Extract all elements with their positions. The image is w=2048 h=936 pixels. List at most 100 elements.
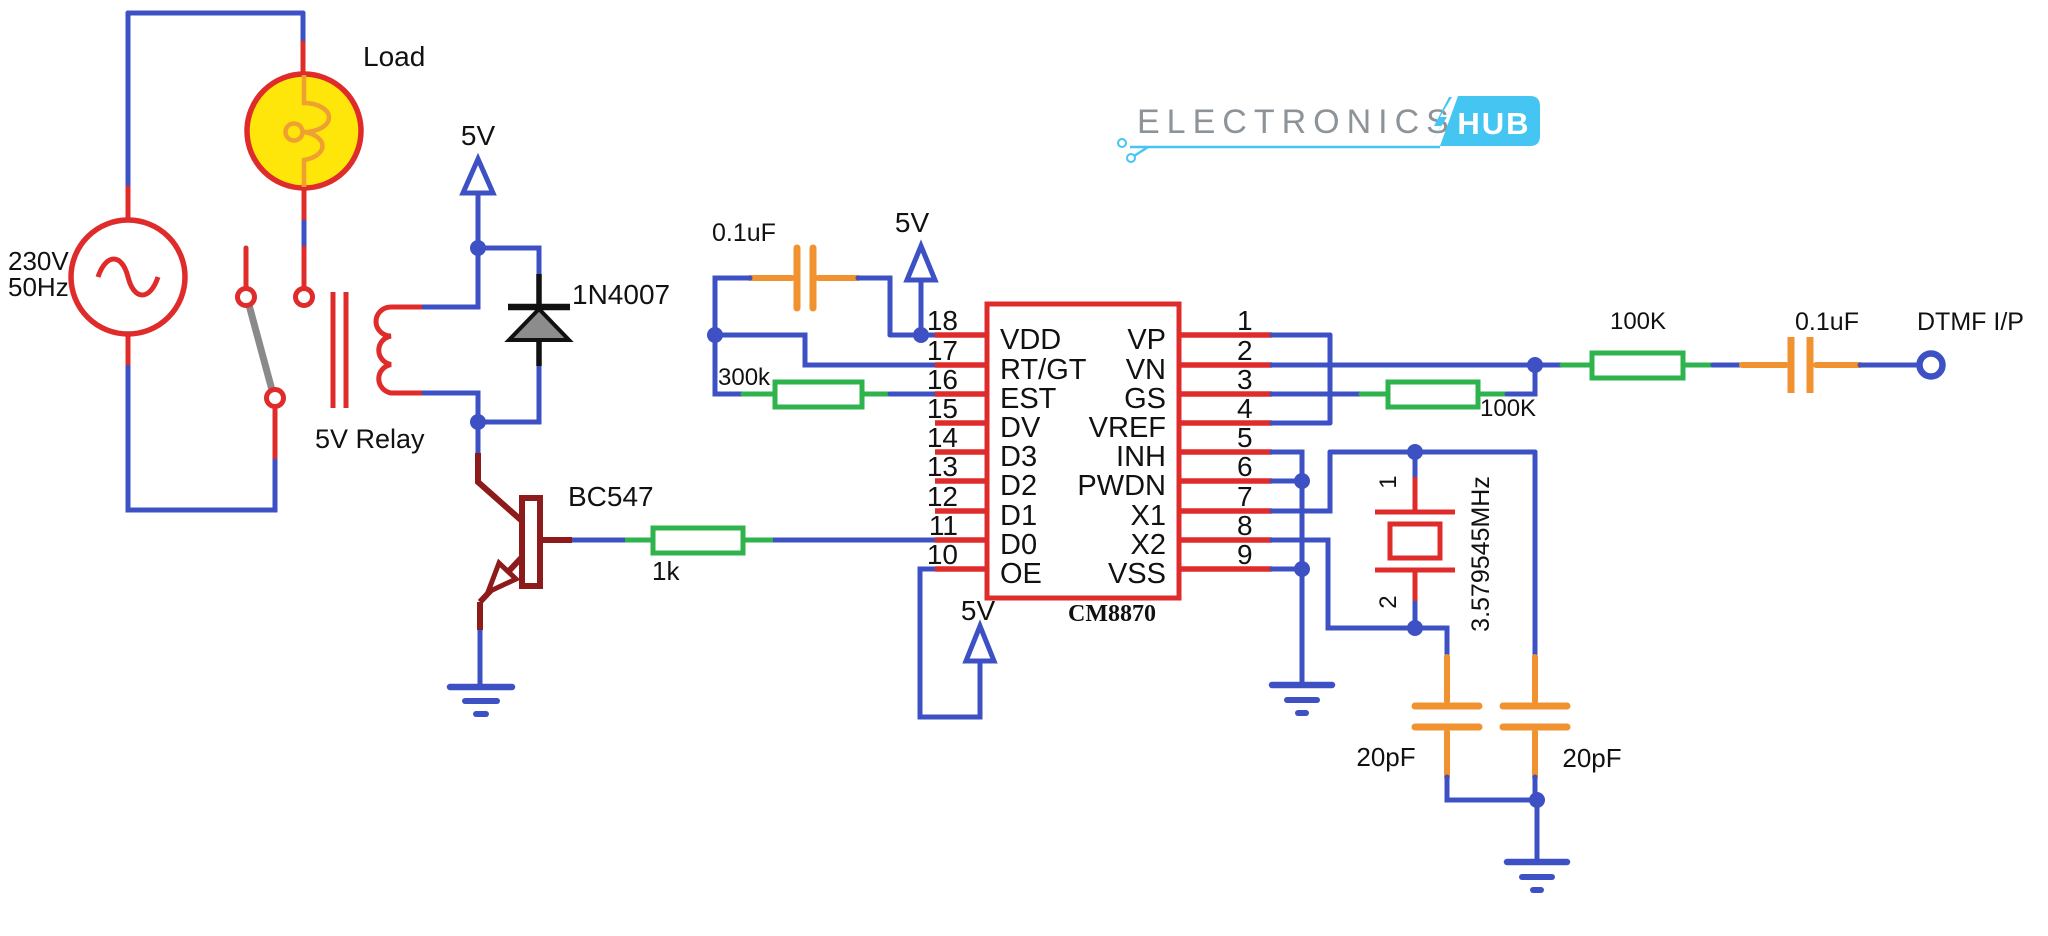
switch-pivot-terminal	[264, 387, 286, 409]
input-network-wires	[1269, 332, 1922, 426]
crystal-pin1-label: 1	[1375, 475, 1402, 488]
vdd-cap-label: 0.1uF	[712, 219, 776, 247]
relay-label: 5V Relay	[315, 424, 425, 454]
guard-resistor-body	[772, 379, 865, 410]
input-coupling-cap-label: 0.1uF	[1795, 308, 1859, 336]
dtmf-input-terminal	[1916, 350, 1946, 380]
dtmf-input-label: DTMF I/P	[1917, 308, 2024, 336]
ic-body	[984, 301, 1182, 601]
emitter-arrow-icon	[483, 558, 521, 597]
pin-number: 2	[1237, 335, 1253, 366]
ic-name-label: CM8870	[1068, 601, 1156, 627]
relay-coil-icon	[373, 304, 424, 396]
pin-label: PWDN	[1077, 470, 1166, 502]
ic-left-pin-numbers: 18 17 16 15 14 13 12 11 10	[927, 305, 958, 570]
supply-arrow-icon	[962, 619, 998, 664]
ic-right-pin-numbers: 1 2 3 4 5 6 7 8 9	[1237, 305, 1253, 570]
mains-loop-wires	[125, 10, 307, 513]
oe-network: 5V	[917, 566, 998, 720]
pin-number: 5	[1237, 422, 1253, 453]
crystal: 1 2 3.579545MHz	[1375, 475, 1495, 632]
supply-arrow-icon	[903, 239, 939, 283]
vdd-network	[712, 244, 938, 397]
pin-number: 4	[1237, 393, 1253, 424]
relay-supply-label: 5V	[461, 120, 496, 151]
diode-triangle-icon	[504, 306, 574, 342]
transistor-bc547: BC547	[475, 453, 654, 685]
pin-label: DV	[1000, 412, 1041, 444]
pin-label: D2	[1000, 470, 1037, 502]
relay: 5V Relay	[315, 292, 425, 454]
sine-wave-icon	[95, 256, 161, 298]
logo-trace-line	[1133, 145, 1149, 158]
pin-number: 11	[929, 510, 958, 541]
pin-label: INH	[1116, 441, 1166, 473]
pin-label: D1	[1000, 500, 1037, 532]
switch-pole-terminal	[235, 286, 257, 308]
junction-dots	[470, 240, 1545, 808]
pin-label: VSS	[1108, 558, 1166, 590]
ic-cm8870: 18 17 16 15 14 13 12 11 10 1 2 3 4 5 6 7…	[927, 301, 1272, 627]
ground-emitter	[446, 683, 516, 717]
mains-frequency-label: 50Hz	[8, 272, 69, 302]
guard-resistor-label: 300k	[718, 364, 771, 391]
crystal-load-caps	[1411, 654, 1571, 865]
pin-label: VDD	[1000, 324, 1061, 356]
relay-5v-supply: 5V	[459, 120, 497, 196]
relay-driver-wires	[421, 190, 542, 456]
pin-label: X2	[1131, 529, 1166, 561]
load-label: Load	[363, 41, 425, 72]
ic-right-pin-stubs	[1179, 332, 1272, 572]
mains-voltage-label: 230V	[8, 246, 69, 276]
supply-arrow-icon	[459, 152, 497, 196]
pin-label: X1	[1131, 500, 1166, 532]
pin-number: 14	[927, 422, 958, 453]
pin-label: VN	[1126, 354, 1166, 386]
switch-throw-terminal	[293, 286, 315, 308]
logo-trace-node-icon	[1126, 153, 1136, 163]
relay-contact-switch	[235, 286, 315, 409]
logo-badge-text: HUB	[1457, 106, 1530, 141]
pin-number: 10	[927, 539, 958, 570]
crystal-pin2-label: 2	[1375, 595, 1402, 608]
pin-number: 17	[927, 335, 958, 366]
pin-number: 8	[1237, 510, 1253, 541]
logo-badge-shape	[1440, 96, 1540, 146]
vdd-5v-supply: 5V	[895, 207, 939, 283]
pin-number: 12	[927, 481, 958, 512]
pin-number: 3	[1237, 364, 1253, 395]
input-feedback-resistor-body	[1385, 379, 1481, 410]
flyback-diode: 1N4007	[504, 274, 670, 366]
ground-vss	[1268, 681, 1336, 716]
collector-lead	[475, 453, 524, 524]
transistor-label: BC547	[568, 481, 654, 512]
pin-label: RT/GT	[1000, 354, 1087, 386]
logo-trace-node-icon	[1117, 138, 1127, 148]
lamp-filament-loop-icon	[283, 121, 305, 143]
pin-label: GS	[1124, 383, 1166, 415]
electronics-hub-logo: ELECTRONICS HUB	[1117, 96, 1540, 163]
pin-label: EST	[1000, 383, 1057, 415]
lamp-filament-icon	[301, 75, 332, 187]
pin-number: 18	[927, 305, 958, 336]
pin-label: D0	[1000, 529, 1037, 561]
pin-label: D3	[1000, 441, 1037, 473]
input-feedback-resistor-label: 100K	[1480, 395, 1536, 422]
load-cap-left-label: 20pF	[1356, 742, 1415, 772]
pin-label: VP	[1127, 324, 1166, 356]
load-lamp: Load	[244, 41, 425, 191]
ac-source: 230V 50Hz	[8, 217, 188, 337]
pin-number: 9	[1237, 539, 1253, 570]
input-coupling-cap	[1787, 337, 1814, 393]
transistor-base-bar	[519, 495, 543, 589]
pin-number: 15	[927, 393, 958, 424]
vdd-supply-label: 5V	[895, 207, 930, 238]
pin-label: OE	[1000, 558, 1042, 590]
ic-left-pin-stubs	[935, 332, 987, 572]
resistor-body	[650, 525, 746, 556]
pin-number: 6	[1237, 451, 1253, 482]
ic-right-pin-labels: VP VN GS VREF INH PWDN X1 X2 VSS	[1077, 324, 1166, 590]
ground-oscillator	[1503, 858, 1571, 893]
base-resistor-1k: 1k	[572, 525, 935, 586]
pin-number: 1	[1237, 305, 1253, 336]
